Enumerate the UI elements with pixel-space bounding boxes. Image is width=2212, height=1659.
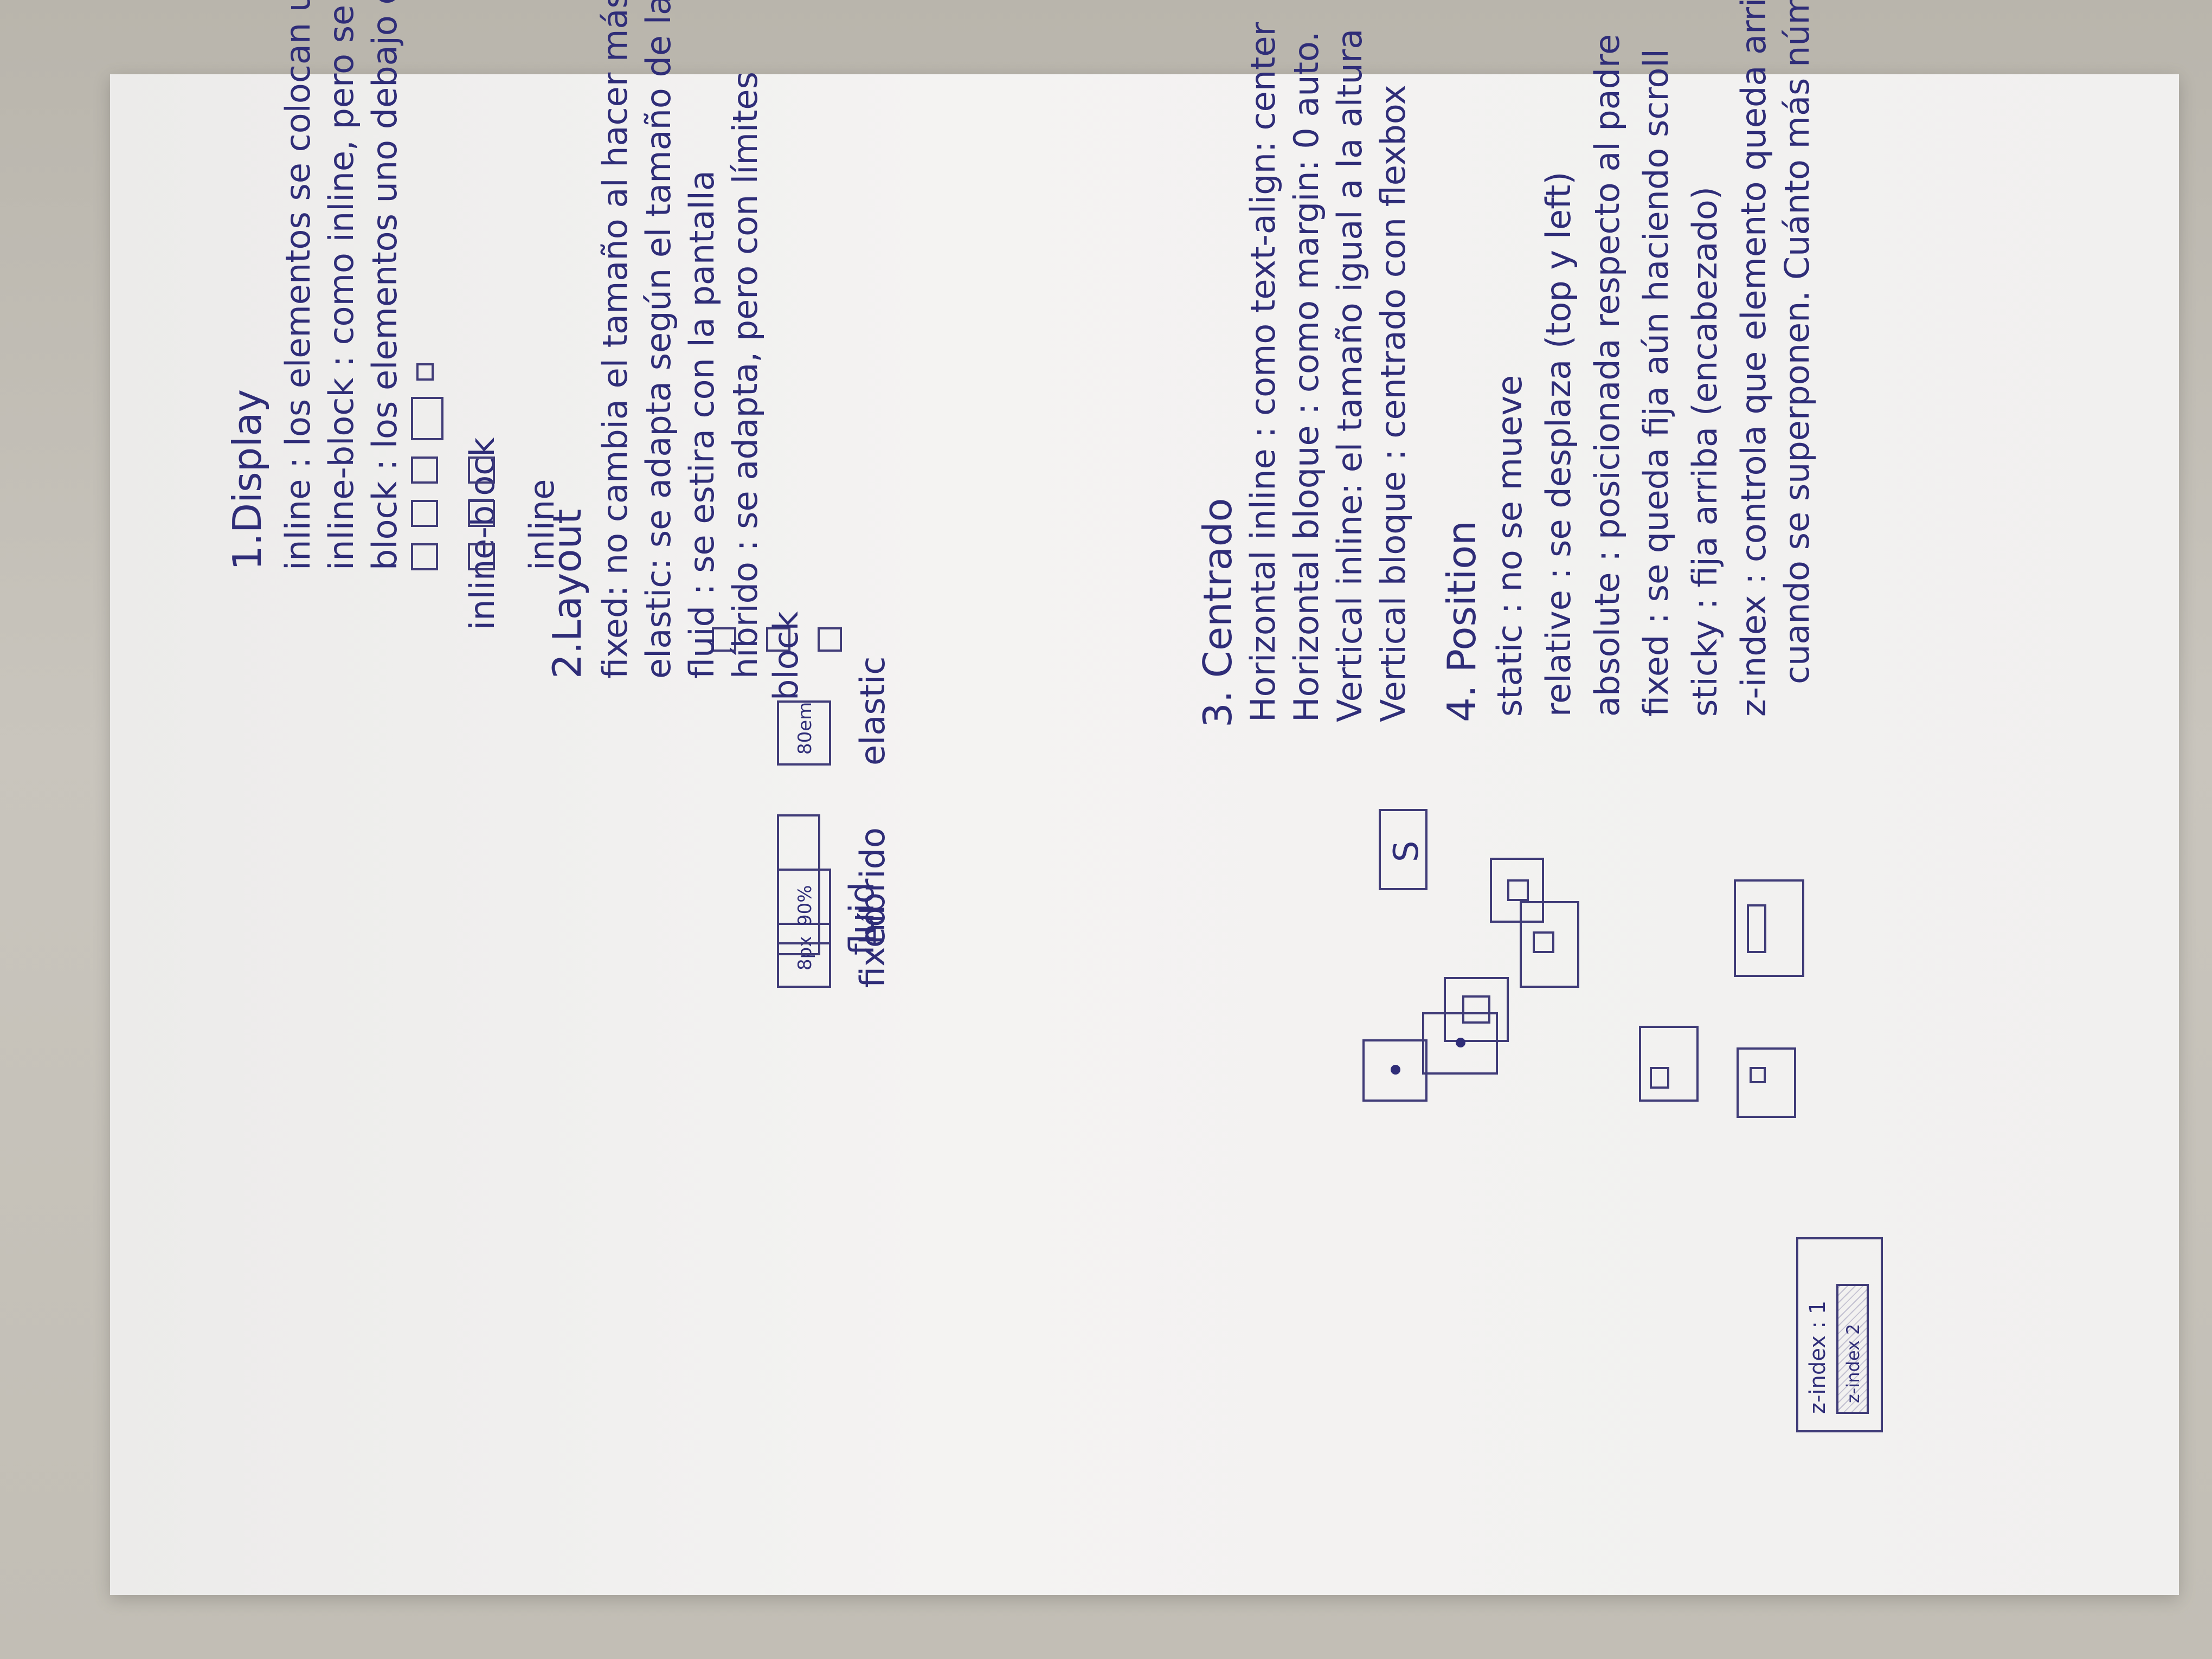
- hybrid-box-text: 90%: [794, 885, 816, 926]
- zindex-line-2: cuando se superponen. Cuánto más número,…: [1777, 0, 1817, 684]
- position-heading: 4. Position: [1439, 520, 1484, 722]
- vertical-inline-box: [1362, 1039, 1427, 1102]
- inline-block-square-1: [411, 543, 438, 570]
- centrado-h-inline: Horizontal inline : como text-align: cen…: [1243, 22, 1283, 722]
- vertical-block-box: [1422, 1012, 1498, 1075]
- centrado-v-block: Vertical bloque : centrado con flexbox: [1373, 85, 1413, 722]
- position-sticky: sticky : fija arriba (encabezado): [1685, 187, 1725, 717]
- centrado-v-inline: Vertical inline: el tamaño igual a la al…: [1330, 28, 1369, 722]
- elastic-box-text: 80em: [794, 702, 816, 755]
- centrado-heading: 3. Centrado: [1195, 498, 1240, 728]
- layout-elastic-text: elastic: se adapta según el tamaño de la…: [639, 0, 678, 679]
- inline-block-square-3: [411, 456, 438, 484]
- zindex-outer-label: z-index : 1: [1805, 1300, 1830, 1414]
- absolute-inner-box: [1650, 1067, 1669, 1089]
- zindex-inner-box: z-index 2: [1836, 1284, 1869, 1414]
- inline-block-square-2: [411, 500, 438, 527]
- layout-hybrid-text: híbrido : se adapta, pero con límites: [725, 72, 765, 679]
- margin-auto-box: S: [1379, 809, 1427, 890]
- display-heading: 1.Display: [224, 389, 270, 570]
- elastic-label: elastic: [853, 656, 892, 766]
- hybrid-label: híbrido: [853, 827, 892, 944]
- layout-fluid-text: fluid : se estira con la pantalla: [682, 170, 722, 679]
- position-absolute: absolute : posicionada respecto al padre: [1587, 34, 1627, 717]
- position-static: static : no se mueve: [1490, 375, 1529, 717]
- position-fixed: fixed : se queda fija aún haciendo scrol…: [1636, 49, 1676, 717]
- block-square-3: [818, 627, 842, 652]
- centrado-h-block: Horizontal bloque : como margin: 0 auto.: [1287, 31, 1326, 722]
- inline-block-square-5: [416, 363, 434, 381]
- zindex-inner-label: z-index 2: [1843, 1323, 1863, 1403]
- display-block-text: block : los elementos uno debajo del otr…: [365, 0, 404, 570]
- sticky-header-bar: [1747, 904, 1766, 953]
- relative-box: [1520, 901, 1579, 988]
- zindex-line-1: z-index : controla que elemento queda ar…: [1734, 0, 1773, 717]
- vertical-inline-dot: [1391, 1065, 1400, 1075]
- inline-square-1: [468, 543, 495, 570]
- fixed-position-inner-box: [1750, 1067, 1766, 1083]
- position-relative: relative : se desplaza (top y left): [1539, 171, 1578, 717]
- block-label: block: [766, 611, 806, 700]
- static-inner-box: [1507, 879, 1529, 901]
- inline-square-2: [468, 500, 495, 527]
- zindex-outer-box: z-index : 1 z-index 2: [1796, 1237, 1883, 1432]
- absolute-box: [1639, 1026, 1699, 1102]
- layout-fixed-text: fixed: no cambia el tamaño al hacer más …: [595, 0, 635, 679]
- display-inline-text: inline : los elementos se colocan uno al…: [278, 0, 318, 570]
- relative-inner-box: [1533, 931, 1554, 953]
- margin-auto-letter: S: [1386, 840, 1426, 862]
- inline-block-square-4: [411, 397, 443, 440]
- hybrid-box: 90%: [777, 869, 831, 944]
- fixed-position-box: [1737, 1047, 1796, 1118]
- layout-heading: 2.Layout: [544, 509, 590, 679]
- inline-square-3: [468, 456, 495, 484]
- handwritten-notes-page: 1.Display inline : los elementos se colo…: [110, 0, 2170, 1595]
- elastic-box: 80em: [777, 700, 831, 766]
- display-inline-block-text: inline-block : como inline, pero se les …: [321, 0, 361, 570]
- sticky-box: [1734, 879, 1804, 977]
- vertical-block-dot: [1456, 1038, 1465, 1047]
- paper-sheet: [110, 74, 2179, 1595]
